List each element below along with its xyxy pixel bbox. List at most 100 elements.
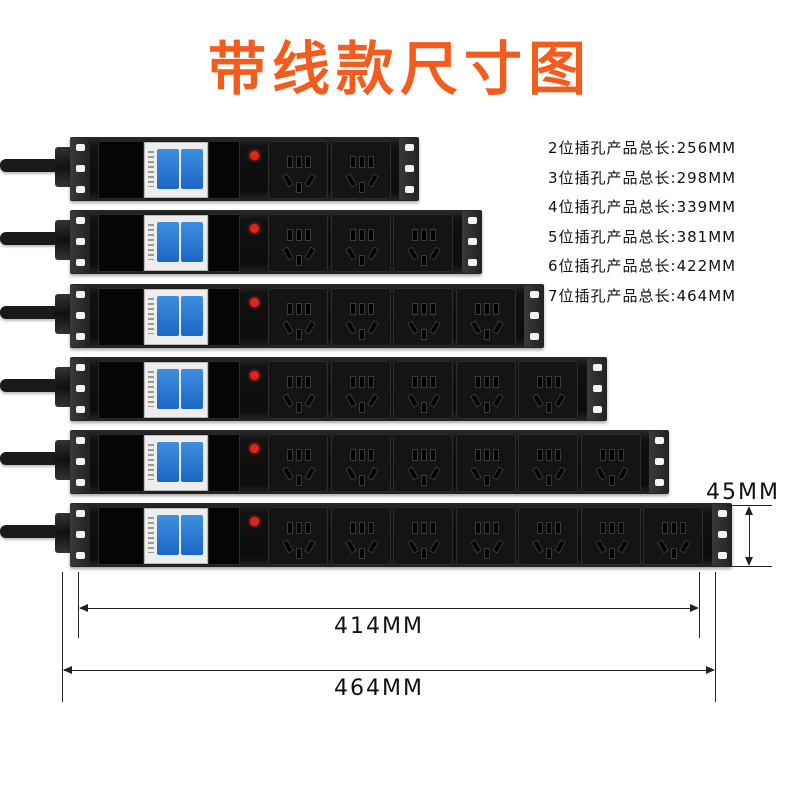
outlet-socket[interactable]	[393, 434, 453, 492]
inner-dimension-label: 414MM	[334, 614, 424, 639]
inner-arrow-left-icon	[79, 604, 88, 612]
socket-pin	[366, 466, 379, 481]
breaker-switch[interactable]	[181, 515, 203, 555]
socket-pin	[305, 376, 311, 388]
outlet-socket[interactable]	[330, 361, 391, 419]
outlet-socket[interactable]	[455, 507, 516, 565]
breaker-switch[interactable]	[157, 442, 179, 482]
total-arrow-left-icon	[63, 666, 72, 674]
socket-pin	[366, 539, 379, 554]
outlet-socket[interactable]	[330, 214, 391, 272]
circuit-breaker[interactable]	[144, 362, 208, 418]
breaker-switch[interactable]	[181, 369, 203, 409]
breaker-switch[interactable]	[181, 149, 203, 189]
outlet-socket[interactable]	[455, 288, 516, 346]
socket-pin	[304, 246, 316, 261]
socket-pin	[491, 320, 504, 335]
socket-pin	[430, 376, 436, 388]
breaker-switch[interactable]	[181, 296, 203, 336]
socket-pin	[429, 320, 441, 335]
socket-pin	[429, 393, 441, 408]
socket-pin	[532, 539, 544, 554]
blank-panel	[98, 507, 144, 565]
outlet-socket[interactable]	[393, 361, 453, 419]
socket-pin	[282, 466, 294, 481]
socket-pin	[305, 449, 311, 461]
socket-pin	[304, 320, 316, 335]
outlet-socket[interactable]	[268, 361, 328, 419]
breaker-switch[interactable]	[157, 515, 179, 555]
spec-line: 5位插孔产品总长:381MM	[548, 227, 737, 246]
mount-bracket	[649, 431, 669, 493]
socket-pin	[304, 173, 316, 188]
outlet-socket[interactable]	[268, 141, 328, 199]
outlet-socket[interactable]	[330, 288, 391, 346]
socket-pin	[430, 229, 436, 241]
breaker-switch[interactable]	[157, 149, 179, 189]
outlet-socket[interactable]	[330, 507, 391, 565]
socket-pin	[546, 402, 552, 413]
outlet-socket[interactable]	[268, 434, 328, 492]
socket-pin	[282, 173, 294, 188]
breaker-switch[interactable]	[157, 296, 179, 336]
blank-panel	[208, 507, 240, 565]
socket-pin	[304, 393, 316, 408]
socket-pin	[483, 449, 490, 461]
socket-pin	[367, 156, 374, 168]
socket-pin	[608, 449, 615, 461]
breaker-label	[148, 151, 154, 187]
breaker-switch[interactable]	[181, 222, 203, 262]
breaker-switch[interactable]	[181, 442, 203, 482]
socket-pin	[616, 539, 629, 554]
outlet-socket[interactable]	[580, 507, 641, 565]
outlet-socket[interactable]	[330, 434, 391, 492]
strip-body	[70, 503, 732, 567]
outlet-socket[interactable]	[518, 361, 578, 419]
outlet-socket[interactable]	[393, 288, 453, 346]
socket-pin	[358, 402, 365, 413]
socket-pin	[358, 303, 365, 315]
mount-hole	[76, 291, 85, 298]
socket-pin	[483, 522, 490, 534]
outlet-socket[interactable]	[455, 434, 516, 492]
socket-pin	[469, 466, 482, 481]
height-dimension-top-tick	[726, 505, 772, 506]
breaker-switch[interactable]	[157, 369, 179, 409]
socket-pin	[304, 539, 316, 554]
indicator-light-icon	[250, 517, 259, 526]
extension-line-left-inner	[78, 572, 79, 638]
outlet-socket[interactable]	[268, 288, 328, 346]
socket-pin	[344, 393, 357, 408]
indicator-light-icon	[250, 444, 259, 453]
outlet-socket[interactable]	[393, 214, 453, 272]
mount-hole	[467, 238, 477, 245]
outlet-socket[interactable]	[518, 434, 578, 492]
outlet-socket[interactable]	[455, 361, 516, 419]
outlet-socket[interactable]	[268, 507, 328, 565]
circuit-breaker[interactable]	[144, 508, 208, 564]
blank-panel	[98, 141, 144, 199]
indicator-light-icon	[250, 151, 259, 160]
circuit-breaker[interactable]	[144, 435, 208, 491]
inner-dimension-line	[80, 608, 697, 609]
outlet-socket[interactable]	[268, 214, 328, 272]
outlet-socket[interactable]	[393, 507, 453, 565]
socket-pin	[287, 522, 293, 534]
socket-pin	[407, 393, 419, 408]
socket-pin	[594, 539, 607, 554]
outlet-socket[interactable]	[330, 141, 391, 199]
circuit-breaker[interactable]	[144, 215, 208, 271]
socket-pin	[349, 229, 356, 241]
circuit-breaker[interactable]	[144, 142, 208, 198]
socket-pin	[296, 229, 302, 241]
socket-pin	[657, 539, 669, 554]
circuit-breaker[interactable]	[144, 289, 208, 345]
socket-pin	[287, 376, 293, 388]
height-arrow-down-icon	[745, 557, 753, 566]
outlet-socket[interactable]	[643, 507, 703, 565]
mount-hole	[76, 333, 85, 340]
spec-line: 3位插孔产品总长:298MM	[548, 168, 737, 187]
outlet-socket[interactable]	[580, 434, 641, 492]
outlet-socket[interactable]	[518, 507, 578, 565]
breaker-switch[interactable]	[157, 222, 179, 262]
